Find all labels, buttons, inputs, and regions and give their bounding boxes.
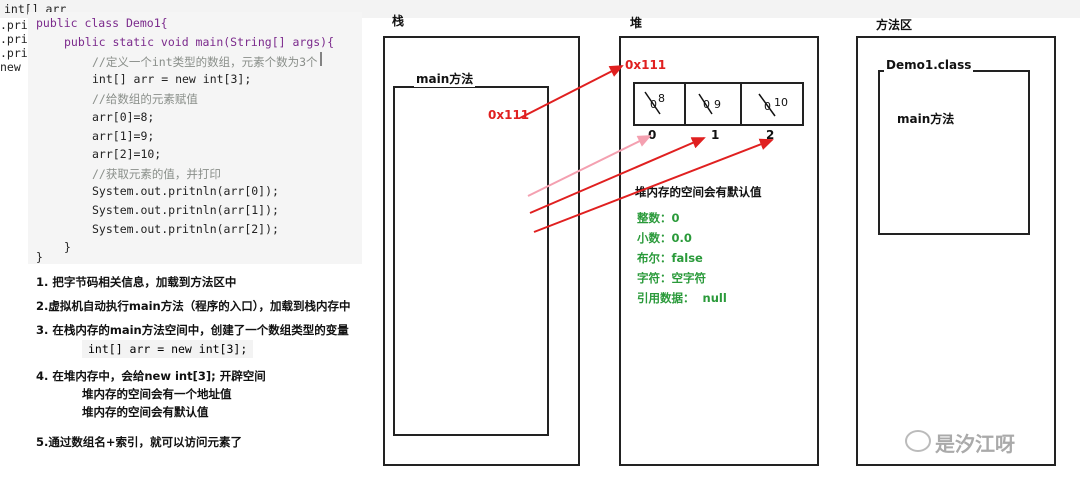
stack-address: 0x111 (488, 108, 530, 122)
code-line: public class Demo1{ (36, 16, 168, 30)
step-3-code: int[] arr = new int[3]; (82, 340, 254, 358)
cell-1-new: 9 (714, 98, 721, 111)
strike-1 (698, 93, 713, 115)
default-int: 整数：0 (637, 211, 680, 225)
stack-box (383, 36, 580, 466)
step-4a: 堆内存的空间会有一个地址值 (82, 387, 232, 401)
array-cell-2 (740, 82, 804, 126)
code-line: public static void main(String[] args){ (64, 35, 334, 49)
stack-title: 栈 (392, 14, 405, 28)
heap-box (619, 36, 819, 466)
class-method: main方法 (897, 112, 955, 126)
code-line: arr[1]=9; (92, 129, 155, 143)
code-text: public class Demo1{ (36, 16, 168, 30)
step-4: 4. 在堆内存中，会给new int[3]; 开辟空间 (36, 369, 266, 383)
code-comment: //定义一个int类型的数组，元素个数为3个 (92, 55, 318, 69)
watermark: 是汐江呀 (935, 432, 1015, 456)
step-1: 1. 把字节码相关信息，加载到方法区中 (36, 275, 237, 289)
wechat-icon (905, 430, 931, 452)
address-arrow (519, 65, 624, 119)
default-bool: 布尔：false (637, 251, 703, 265)
heap-title: 堆 (630, 16, 643, 30)
code-text: public static void main(String[] args){ (64, 35, 335, 49)
arrow-print-1 (529, 137, 706, 214)
method-area-box (856, 36, 1056, 466)
code-comment: //获取元素的值，并打印 (92, 167, 221, 181)
code-line: arr[2]=10; (92, 147, 162, 161)
code-comment: //给数组的元素赋值 (92, 92, 198, 106)
code-line: } (36, 250, 43, 264)
main-frame (393, 86, 549, 436)
code-line: int[] arr = new int[3]; (92, 72, 252, 86)
code-line: System.out.pritnln(arr[0]); (92, 184, 279, 198)
heap-defaults-title: 堆内存的空间会有默认值 (635, 185, 762, 199)
strike-0 (644, 91, 661, 115)
cell-2-new: 10 (774, 96, 788, 109)
index-0: 0 (648, 128, 657, 142)
main-frame-title: main方法 (414, 70, 476, 87)
code-line: System.out.pritnln(arr[1]); (92, 203, 279, 217)
step-4b: 堆内存的空间会有默认值 (82, 405, 209, 419)
index-2: 2 (766, 128, 775, 142)
step-5: 5.通过数组名+索引，就可以访问元素了 (36, 435, 243, 449)
code-line: arr[0]=8; (92, 110, 155, 124)
method-area-title: 方法区 (876, 18, 913, 32)
arrow-print-0 (527, 135, 652, 197)
step-3: 3. 在栈内存的main方法空间中，创建了一个数组类型的变量 (36, 323, 349, 337)
strike-2 (758, 93, 776, 117)
default-ref: 引用数据： null (637, 291, 727, 305)
heap-address: 0x111 (625, 58, 667, 72)
class-name: Demo1.class (884, 58, 974, 72)
code-line: } (64, 240, 71, 254)
step-2: 2.虚拟机自动执行main方法（程序的入口），加载到栈内存中 (36, 299, 351, 313)
code-line: System.out.pritnln(arr[2]); (92, 222, 279, 236)
code-panel (28, 12, 362, 264)
cell-0-new: 8 (658, 92, 665, 105)
index-1: 1 (711, 128, 720, 142)
default-char: 字符：空字符 (637, 271, 706, 285)
default-float: 小数：0.0 (637, 231, 692, 245)
arrow-print-2 (533, 138, 774, 233)
